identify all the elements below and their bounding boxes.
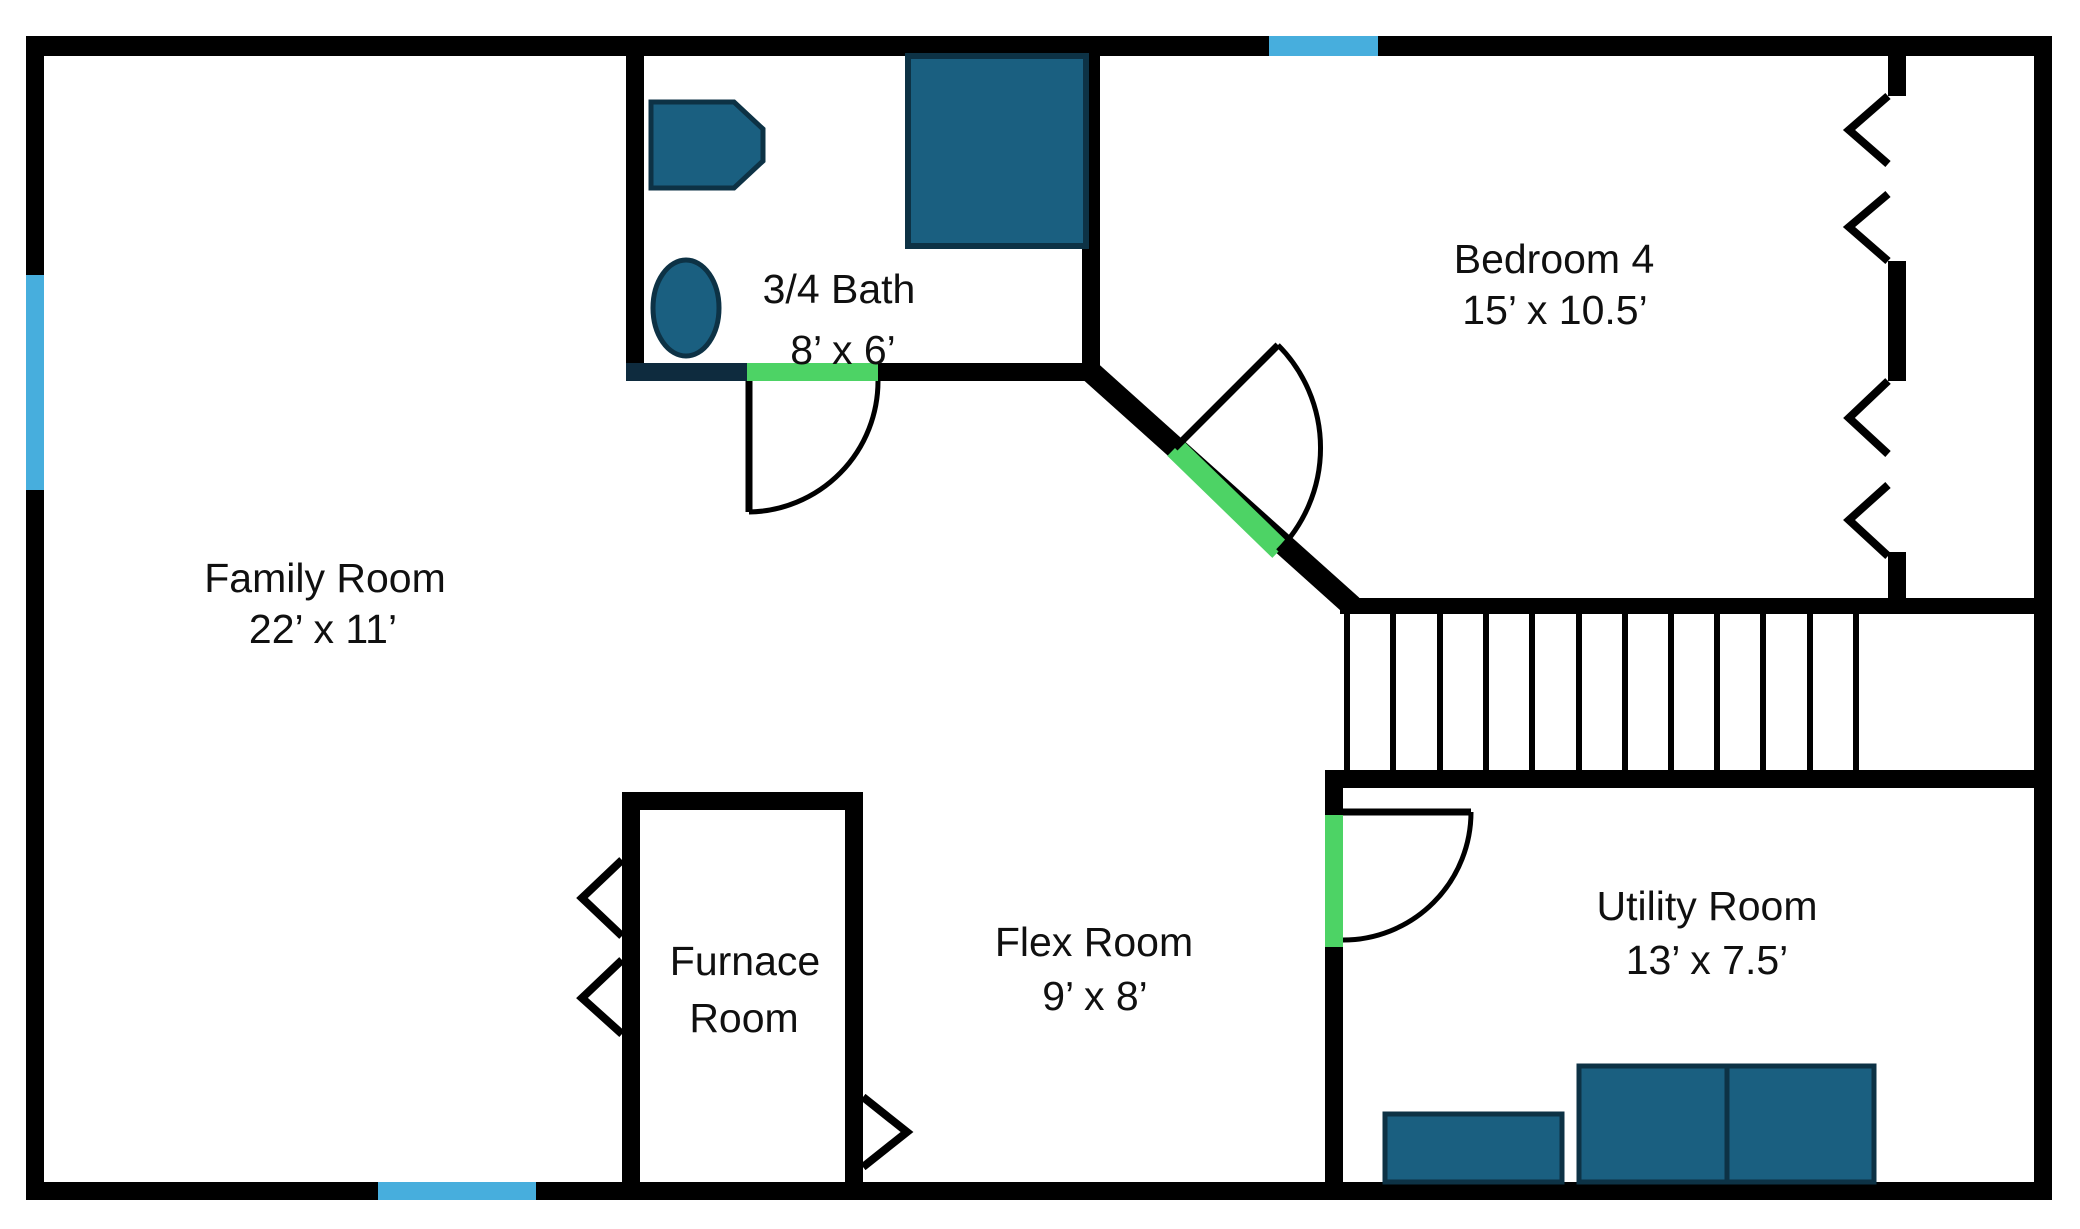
closet-bifold-chevron xyxy=(1843,482,1891,559)
bath-label: 3/4 Bath xyxy=(763,266,916,312)
utility-appliances xyxy=(1382,1063,1877,1185)
utility-room-label: Utility Room xyxy=(1597,883,1818,929)
window-top-wall xyxy=(1269,36,1378,56)
furnace-room-label-line1: Furnace xyxy=(670,938,820,984)
toilet-icon xyxy=(650,257,722,359)
bath-dims: 8’ x 6’ xyxy=(790,327,896,373)
furnace-right-wall xyxy=(845,792,863,1182)
furnace-bifold-chevron-left xyxy=(576,857,625,939)
utility-room-dims: 13’ x 7.5’ xyxy=(1626,937,1789,983)
flex-room-dims: 9’ x 8’ xyxy=(1042,973,1148,1019)
closet-wall-stub-bottom xyxy=(1888,552,1906,598)
closet-wall-stub-top xyxy=(1888,56,1906,96)
appliance-icon xyxy=(1724,1063,1877,1185)
closet-bifold-chevron xyxy=(1842,190,1891,265)
utility-door-swing-arc xyxy=(1342,811,1474,943)
diagonal-wall-group xyxy=(1083,342,1360,615)
window-bottom-wall xyxy=(378,1182,536,1200)
utility-door-opening xyxy=(1325,815,1343,947)
bath-bottom-wall-navy-segment xyxy=(626,363,747,381)
outer-wall-left xyxy=(26,36,44,1200)
furnace-door-tick xyxy=(622,957,640,962)
closet-wall-stub-mid xyxy=(1888,261,1906,381)
furnace-room-label-line2: Room xyxy=(689,995,798,1041)
bedroom4-closet xyxy=(1842,56,1906,598)
outer-wall-top xyxy=(26,36,2052,56)
window-left-wall xyxy=(26,275,44,490)
bedroom4-door-leaf xyxy=(1172,342,1281,451)
appliance-icon xyxy=(1382,1111,1565,1185)
furnace-bifold-chevron-left xyxy=(576,957,625,1037)
room-labels: Family Room 22’ x 11’ 3/4 Bath 8’ x 6’ B… xyxy=(204,236,1817,1041)
sink-vanity-icon xyxy=(648,99,766,191)
utility-room-walls xyxy=(1325,788,1474,1182)
bath-fixtures xyxy=(648,53,1089,359)
windows xyxy=(26,36,1378,1200)
bedroom4-label: Bedroom 4 xyxy=(1454,236,1655,282)
furnace-left-wall xyxy=(622,792,640,1182)
family-room-label: Family Room xyxy=(204,555,445,601)
stair-treads xyxy=(1344,614,1859,770)
stairs-top-wall xyxy=(1340,598,2052,614)
stairs xyxy=(1325,598,2052,788)
furnace-door-tick xyxy=(622,1031,640,1036)
bedroom4-door-opening xyxy=(1167,440,1288,558)
closet-bifold-chevron xyxy=(1843,378,1891,457)
furnace-bifold-chevron-right xyxy=(860,1093,914,1171)
bath-door-swing-arc xyxy=(748,380,881,515)
furnace-top-wall xyxy=(622,792,863,810)
appliance-icon xyxy=(1576,1063,1730,1185)
shower-icon xyxy=(905,53,1089,249)
outer-wall-bottom xyxy=(26,1182,2052,1200)
furnace-room-walls xyxy=(576,792,914,1182)
family-room-dims: 22’ x 11’ xyxy=(249,606,397,652)
furnace-door-tick xyxy=(622,857,640,862)
furnace-door-tick xyxy=(622,933,640,938)
bedroom4-dims: 15’ x 10.5’ xyxy=(1462,287,1647,333)
closet-bifold-chevron xyxy=(1842,92,1891,168)
flex-room-label: Flex Room xyxy=(995,919,1193,965)
bath-door xyxy=(745,380,881,515)
bedroom4-door-swing-arc xyxy=(1276,343,1323,553)
bath-left-wall xyxy=(626,56,644,381)
outer-wall-right xyxy=(2034,36,2052,1200)
bath-door-opening xyxy=(747,363,878,381)
stairs-bottom-wall xyxy=(1325,770,2052,788)
